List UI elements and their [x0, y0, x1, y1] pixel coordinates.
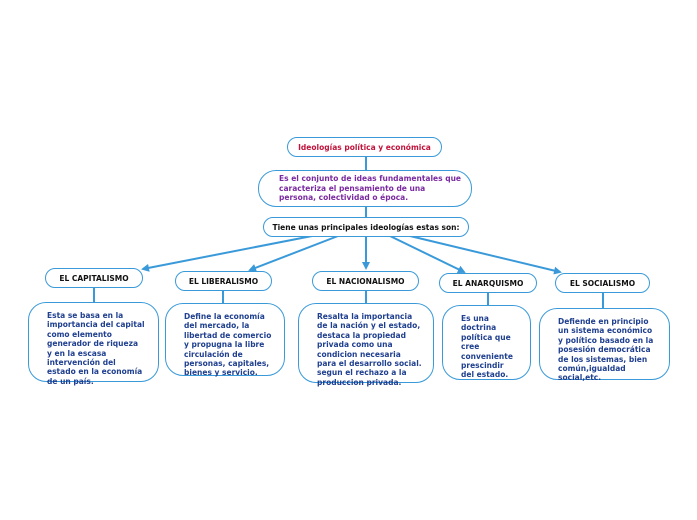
- arrow-to-anarquismo: [389, 235, 466, 273]
- desc-capitalismo[interactable]: Esta se basa en la importancia del capit…: [28, 302, 159, 386]
- branch-capitalismo-label: EL CAPITALISMO: [59, 273, 129, 283]
- subtitle-node[interactable]: Tiene unas principales ideologías estas …: [263, 217, 469, 237]
- desc-capitalismo-text: Esta se basa en la importancia del capit…: [47, 311, 145, 386]
- definition-node[interactable]: Es el conjunto de ideas fundamentales qu…: [258, 170, 472, 207]
- desc-socialismo[interactable]: Defiende en principio un sistema económi…: [539, 308, 670, 383]
- branch-anarquismo-label: EL ANARQUISMO: [452, 278, 524, 288]
- arrow-to-socialismo: [409, 235, 562, 275]
- branch-anarquismo[interactable]: EL ANARQUISMO: [439, 273, 537, 293]
- branch-liberalismo[interactable]: EL LIBERALISMO: [175, 271, 272, 291]
- desc-anarquismo[interactable]: Es una doctrina política que cree conven…: [442, 305, 531, 380]
- desc-nacionalismo[interactable]: Resalta la importancia de la nación y el…: [298, 303, 434, 387]
- desc-nacionalismo-text: Resalta la importancia de la nación y el…: [317, 312, 422, 387]
- arrow-to-capitalismo: [141, 235, 313, 272]
- branch-nacionalismo-label: EL NACIONALISMO: [326, 276, 405, 286]
- desc-anarquismo-text: Es una doctrina política que cree conven…: [461, 314, 513, 380]
- desc-liberalismo[interactable]: Define la economía del mercado, la liber…: [165, 303, 285, 378]
- branch-liberalismo-label: EL LIBERALISMO: [188, 276, 259, 286]
- branch-socialismo[interactable]: EL SOCIALISMO: [555, 273, 650, 293]
- root-node[interactable]: Ideologías política y económica: [287, 137, 442, 157]
- definition-text: Es el conjunto de ideas fundamentales qu…: [279, 173, 462, 203]
- branch-capitalismo[interactable]: EL CAPITALISMO: [45, 268, 143, 288]
- desc-liberalismo-text: Define la economía del mercado, la liber…: [184, 312, 272, 378]
- root-label: Ideologías política y económica: [298, 142, 431, 152]
- subtitle-label: Tiene unas principales ideologías estas …: [272, 222, 460, 232]
- arrow-to-liberalismo: [248, 235, 339, 272]
- desc-socialismo-text: Defiende en principio un sistema económi…: [558, 317, 654, 383]
- branch-socialismo-label: EL SOCIALISMO: [569, 278, 636, 288]
- branch-nacionalismo[interactable]: EL NACIONALISMO: [312, 271, 419, 291]
